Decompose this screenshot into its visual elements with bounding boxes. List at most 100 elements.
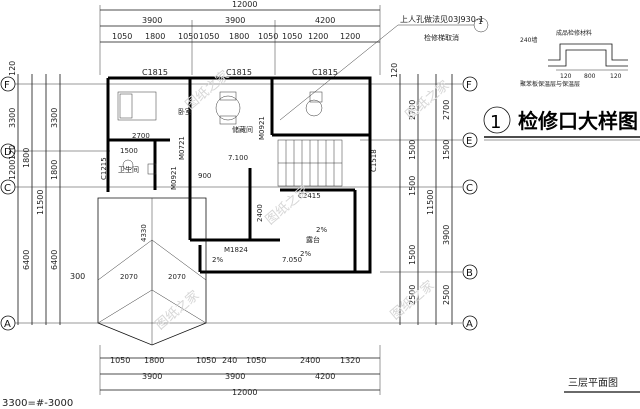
dim-left: 300 bbox=[70, 272, 85, 281]
slope-label: 2% bbox=[300, 250, 311, 258]
room-dim: 900 bbox=[198, 172, 211, 180]
room-label-bedroom: 卧室 bbox=[178, 107, 192, 116]
dim-top-seg2: 1200 bbox=[308, 32, 328, 41]
dim-left: 3300 bbox=[8, 108, 17, 128]
dim-top-seg2: 1050 bbox=[258, 32, 278, 41]
dim-right: 2500 bbox=[408, 285, 417, 305]
chair-icon bbox=[305, 99, 323, 117]
dim-left: 1800 bbox=[50, 160, 59, 180]
door-label: M0721 bbox=[178, 136, 186, 160]
axis-label: C bbox=[466, 183, 473, 194]
detail-dim: 800 bbox=[584, 73, 596, 80]
bed-icon bbox=[117, 91, 157, 121]
staircase bbox=[277, 139, 343, 187]
dim-top-seg: 3900 bbox=[225, 16, 245, 25]
dim-top-seg2: 1800 bbox=[229, 32, 249, 41]
room-dim: 4330 bbox=[140, 224, 148, 242]
dim-right: 1500 bbox=[442, 140, 451, 160]
dim-left: 3300 bbox=[50, 108, 59, 128]
room-label-terrace: 露台 bbox=[306, 235, 320, 244]
door-label: M1824 bbox=[224, 246, 248, 254]
slope-label: 2% bbox=[316, 226, 327, 234]
room-label-storage: 储藏间 bbox=[232, 125, 253, 134]
sink-icon bbox=[122, 159, 134, 171]
room-dim: 2070 bbox=[120, 273, 138, 281]
detail-dim: 120 bbox=[560, 73, 572, 80]
right-axes: F E C B A bbox=[462, 76, 478, 331]
room-labels: C1815 C1815 C1815 卧室 储藏间 卫生间 2700 1500 M… bbox=[100, 68, 378, 281]
grid-axis-lines bbox=[15, 83, 462, 324]
window-label: C2415 bbox=[298, 192, 321, 200]
dim-bottom-seg: 1800 bbox=[144, 356, 164, 365]
dim-top-seg2: 1050 bbox=[178, 32, 198, 41]
window-label: C1815 bbox=[142, 68, 168, 77]
slope-label: 2% bbox=[212, 256, 223, 264]
left-dimensions: 120 3300 120 1200 1800 6400 11500 3300 1… bbox=[8, 61, 85, 325]
detail-top-label: 成品检修材料 bbox=[556, 29, 592, 37]
axis-label: A bbox=[4, 319, 11, 330]
furniture bbox=[117, 91, 323, 175]
axis-label: B bbox=[466, 268, 473, 279]
dim-left: 6400 bbox=[50, 250, 59, 270]
dim-top-seg: 4200 bbox=[315, 16, 335, 25]
dim-top-seg2: 1050 bbox=[282, 32, 302, 41]
dim-bottom-seg: 1050 bbox=[110, 356, 130, 365]
axis-label: F bbox=[4, 80, 10, 91]
dim-bottom-seg: 4200 bbox=[315, 372, 335, 381]
dim-bottom-seg: 240 bbox=[222, 356, 237, 365]
toilet-icon bbox=[147, 163, 157, 175]
detail-section: 成品检修材料 240墙 120 800 120 聚苯板保温层与保温层 bbox=[520, 29, 628, 88]
dim-top-seg2: 1800 bbox=[145, 32, 165, 41]
building-walls bbox=[106, 76, 372, 274]
dim-bottom-seg: 1050 bbox=[196, 356, 216, 365]
room-label-toilet: 卫生间 bbox=[118, 165, 139, 174]
dim-bottom-seg: 2400 bbox=[300, 356, 320, 365]
right-dimensions: 120 2700 1500 1500 1500 2500 11500 2700 … bbox=[390, 63, 453, 325]
dim-right: 1500 bbox=[408, 245, 417, 265]
roof-terrace bbox=[97, 197, 207, 346]
axis-label: F bbox=[466, 80, 472, 91]
dim-right: 2700 bbox=[408, 100, 417, 120]
dim-right: 3900 bbox=[442, 225, 451, 245]
dim-bottom-seg: 3900 bbox=[225, 372, 245, 381]
dim-right: 120 bbox=[390, 63, 399, 78]
plan-title-text: 三层平面图 bbox=[568, 377, 618, 389]
dim-bottom-seg: 1050 bbox=[246, 356, 266, 365]
dim-right-total: 11500 bbox=[426, 190, 435, 215]
detail-title-text: 检修口大样图 bbox=[518, 109, 638, 133]
detail-240-label: 240墙 bbox=[520, 36, 537, 44]
door-label: M0921 bbox=[170, 166, 178, 190]
window-label: C1815 bbox=[312, 68, 338, 77]
room-dim: 1500 bbox=[120, 147, 138, 155]
dim-top-total: 12000 bbox=[232, 0, 257, 9]
watermark: 图纸之家 bbox=[387, 277, 437, 323]
dim-left: 1800 bbox=[22, 148, 31, 168]
table-icon bbox=[215, 95, 241, 121]
dim-left: 120 bbox=[8, 61, 17, 76]
dim-right: 1500 bbox=[408, 176, 417, 196]
dim-left: 120 bbox=[8, 145, 17, 160]
room-dim: 2070 bbox=[168, 273, 186, 281]
detail-title-number: 1 bbox=[490, 112, 501, 133]
dim-top-seg2: 1050 bbox=[112, 32, 132, 41]
room-dim: 2400 bbox=[256, 204, 264, 222]
window-label: C1518 bbox=[370, 149, 378, 172]
dim-right: 1500 bbox=[408, 140, 417, 160]
room-dim: 2700 bbox=[132, 132, 150, 140]
dim-left-total: 11500 bbox=[36, 190, 45, 215]
window-label: C1215 bbox=[100, 157, 108, 180]
hatch-note-text: 上人孔做法见03J930-1 bbox=[400, 14, 484, 24]
hatch-circle-ref: 1 bbox=[478, 18, 482, 26]
dim-bottom-seg: 3900 bbox=[142, 372, 162, 381]
detail-bottom-label: 聚苯板保温层与保温层 bbox=[520, 80, 580, 88]
dim-bottom-total: 12000 bbox=[232, 388, 257, 397]
axis-label: D bbox=[4, 147, 12, 158]
dim-right: 2700 bbox=[442, 100, 451, 120]
elevation-label: 7.050 bbox=[282, 256, 302, 264]
top-dimensions: 12000 3900 3900 4200 1050 1800 1050 1050… bbox=[99, 0, 381, 75]
dim-left: 1200 bbox=[8, 160, 17, 180]
door-label: M0921 bbox=[258, 116, 266, 140]
detail-title: 1 检修口大样图 bbox=[483, 106, 640, 141]
axis-label: E bbox=[466, 136, 472, 147]
